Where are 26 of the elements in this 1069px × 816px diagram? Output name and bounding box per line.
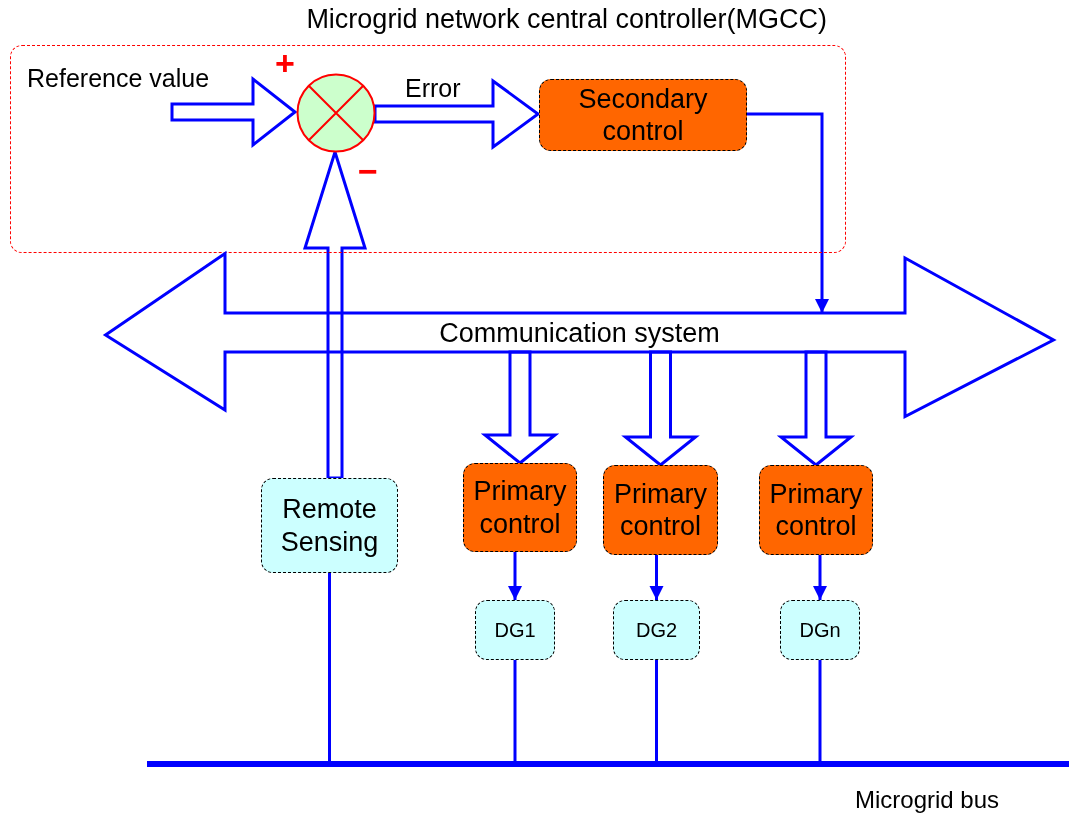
bus-bar <box>147 761 1069 767</box>
unit-box: DG2 <box>613 600 700 660</box>
control-box: Primary control <box>759 465 873 555</box>
arrow <box>746 112 829 313</box>
connector-line <box>655 660 658 761</box>
arrow <box>813 555 827 600</box>
connector-line <box>513 660 517 761</box>
sign-label: − <box>358 152 378 191</box>
connector-line <box>328 573 331 761</box>
unit-box: DGn <box>780 600 860 660</box>
block-arrow <box>373 78 541 150</box>
control-box: Primary control <box>463 463 577 552</box>
sign-label: + <box>275 44 295 83</box>
region-title: Microgrid network central controller(MGCC) <box>305 4 828 35</box>
summing-junction <box>296 73 376 153</box>
control-box: Primary control <box>603 465 718 555</box>
system-label: Communication system <box>438 318 721 349</box>
double-block-arrow <box>104 252 1055 418</box>
arrow <box>649 555 664 600</box>
block-arrow <box>170 75 298 149</box>
bus-label: Microgrid bus <box>855 786 1000 814</box>
connector-line <box>818 660 822 761</box>
arrow <box>508 552 522 600</box>
unit-box: Remote Sensing <box>261 478 398 573</box>
control-box: Secondary control <box>539 79 747 151</box>
unit-box: DG1 <box>475 600 555 660</box>
